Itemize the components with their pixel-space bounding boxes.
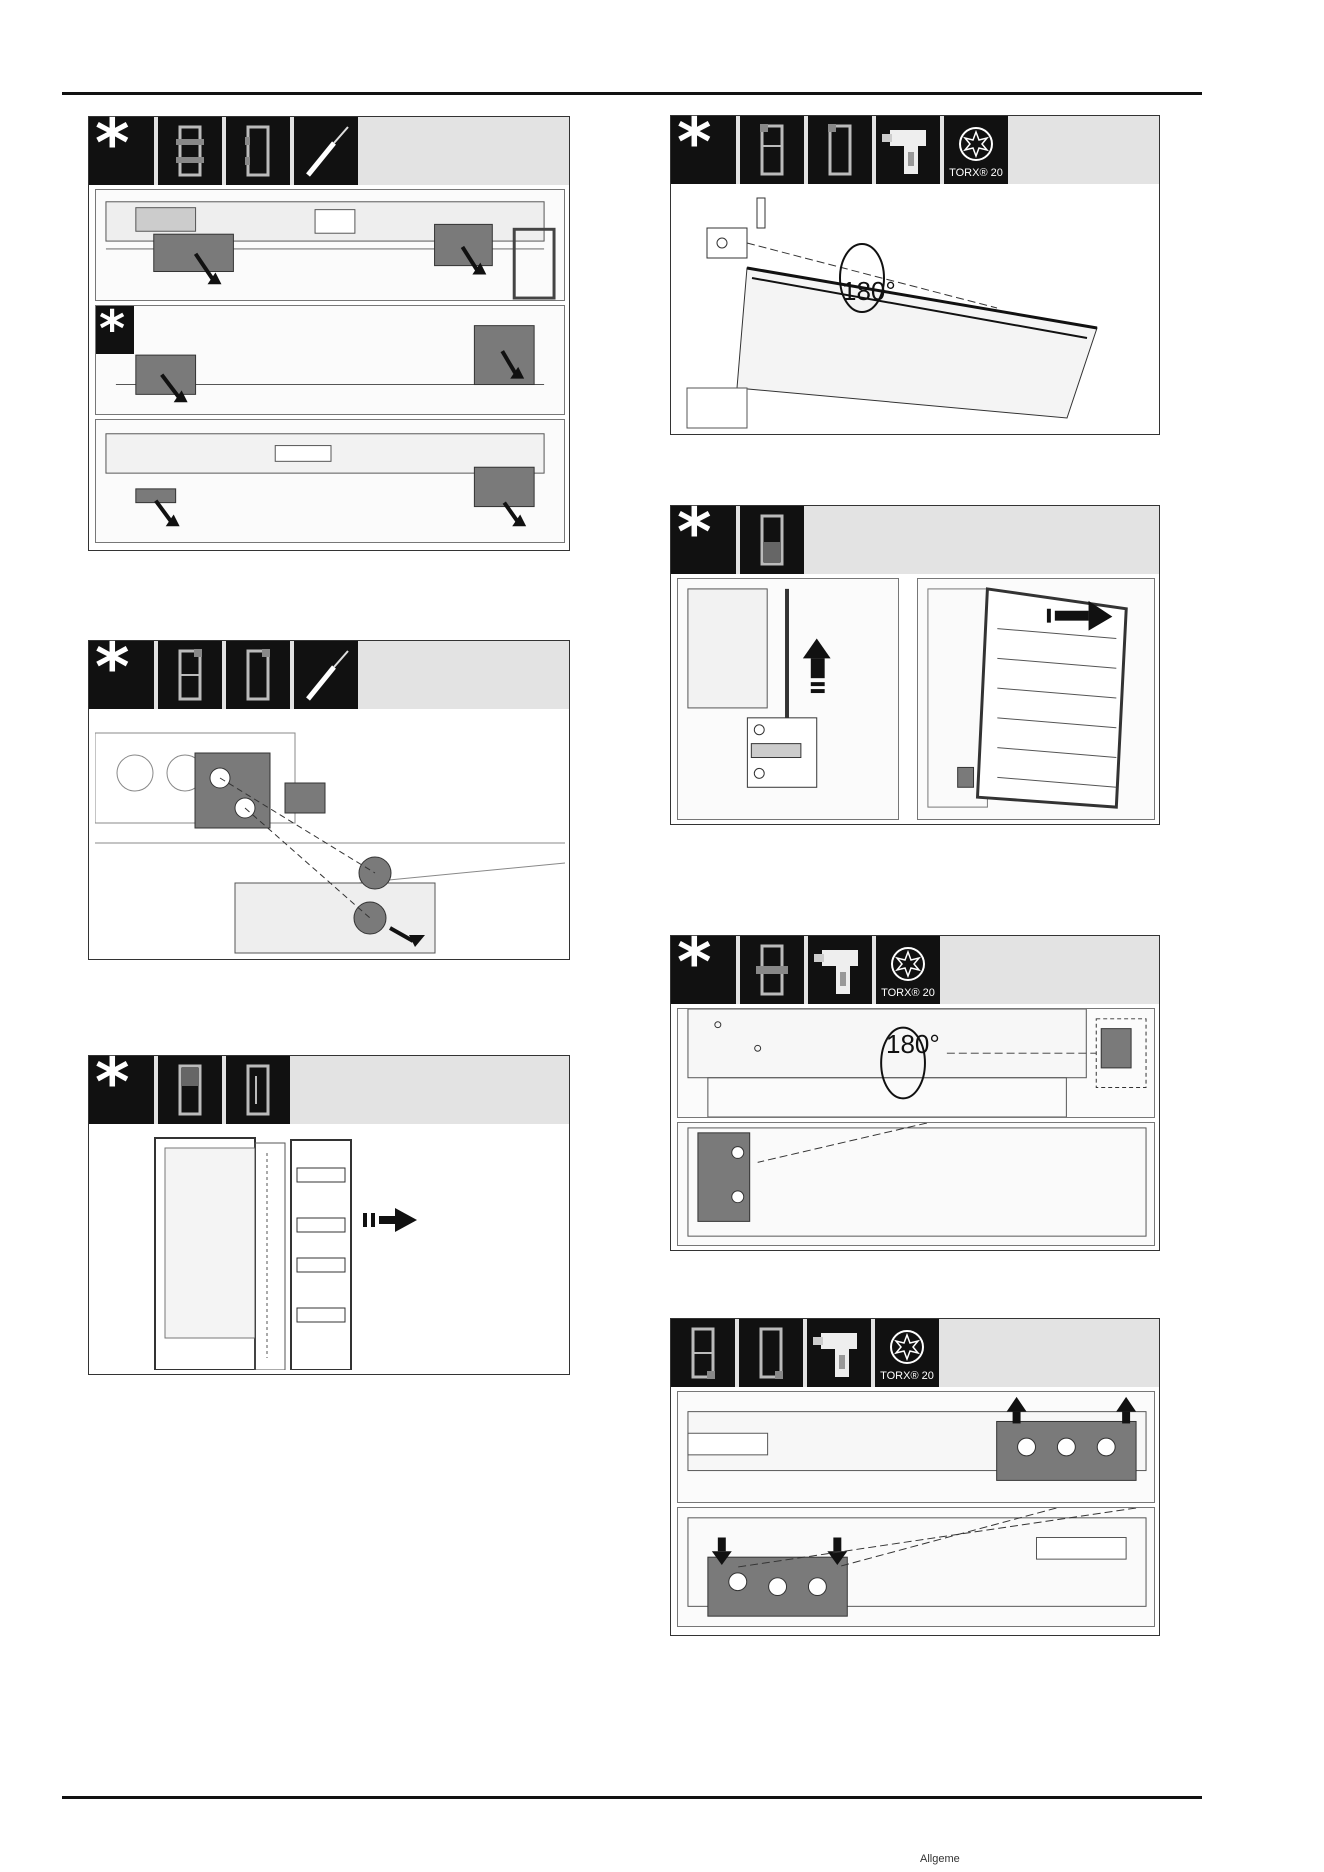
asterisk-icon: * [96,306,134,354]
illustration-bottom-hinge-remove [677,1391,1155,1503]
fridge-bottom-hinge-icon [671,1319,735,1387]
illustration-middle-hinge-bottom [677,1122,1155,1246]
illustration-hinge-screws [95,713,565,955]
illustration-fridge-door-removal [95,1128,565,1370]
cordless-drill-icon [807,1319,871,1387]
step-panel-remove-hinge-covers: * [88,116,570,551]
header-spacer [294,1056,569,1124]
fridge-icon [226,117,290,185]
illustration-bottom-covers [95,419,565,543]
header-spacer [943,1319,1159,1387]
step-illustration: 180° [677,1008,1153,1244]
fridge-middle-hinge-icon [740,936,804,1004]
step-illustration [677,578,1153,818]
illustration-bottom-hinge-mount [677,1507,1155,1627]
step-illustration [95,1128,563,1368]
illustration-door-removed [917,578,1155,820]
cordless-drill-icon [808,936,872,1004]
rotation-angle-label: 180° [886,1029,940,1060]
step-header: * [89,1056,569,1124]
step-header: * [89,117,569,185]
fridge-upper-door-icon [158,1056,222,1124]
header-spacer [808,506,1159,574]
fridge-hinge-icon [226,641,290,709]
asterisk-icon: * [671,506,736,574]
step-illustration [677,1391,1153,1629]
screwdriver-icon [294,641,358,709]
step-header: TORX® 20 [671,1319,1159,1387]
header-spacer [362,117,569,185]
asterisk-icon: * [89,641,154,709]
step-header: * [89,641,569,709]
step-illustration: 180° [677,188,1153,428]
torx-20-icon: TORX® 20 [875,1319,939,1387]
asterisk-icon: * [89,117,154,185]
illustration-top-covers [95,189,565,301]
screwdriver-icon [294,117,358,185]
step-panel-remove-door: * [88,1055,570,1375]
asterisk-icon: * [671,936,736,1004]
step-panel-move-bottom-hinge: TORX® 20 [670,1318,1160,1636]
top-rule [62,92,1202,95]
illustration-middle-hinge-top: 180° [677,1008,1155,1118]
rotation-angle-label: 180° [842,276,896,307]
fridge-lower-door-icon [740,506,804,574]
illustration-hinge-rotate: 180° [677,188,1155,430]
fridge-freezer-both-icon [158,117,222,185]
step-panel-rotate-middle-hinge: * TORX® 20 180° [670,935,1160,1251]
asterisk-icon: * [671,116,736,184]
bottom-rule [62,1796,1202,1799]
illustration-pin-lift [677,578,899,820]
step-panel-unscrew-top-hinge: * [88,640,570,960]
step-header: * TORX® 20 [671,936,1159,1004]
header-spacer [362,641,569,709]
torx-20-icon: TORX® 20 [876,936,940,1004]
header-spacer [944,936,1159,1004]
cordless-drill-icon [876,116,940,184]
fridge-top-hinge-icon [158,641,222,709]
step-panel-remove-pin-door: * [670,505,1160,825]
torx-20-icon: TORX® 20 [944,116,1008,184]
asterisk-icon: * [89,1056,154,1124]
fridge-upper-hinge-icon [740,116,804,184]
fridge-door-icon [226,1056,290,1124]
step-illustration [95,713,563,953]
header-spacer [1012,116,1159,184]
fridge-hinge-icon [808,116,872,184]
footer-text: Allgeme [920,1853,960,1865]
step-header: * TORX® 20 [671,116,1159,184]
step-header: * [671,506,1159,574]
step-panel-rotate-hinge: * TORX® 20 [670,115,1160,435]
step-illustration: * [95,189,563,544]
fridge-hinge-icon [739,1319,803,1387]
illustration-middle-covers: * [95,305,565,415]
